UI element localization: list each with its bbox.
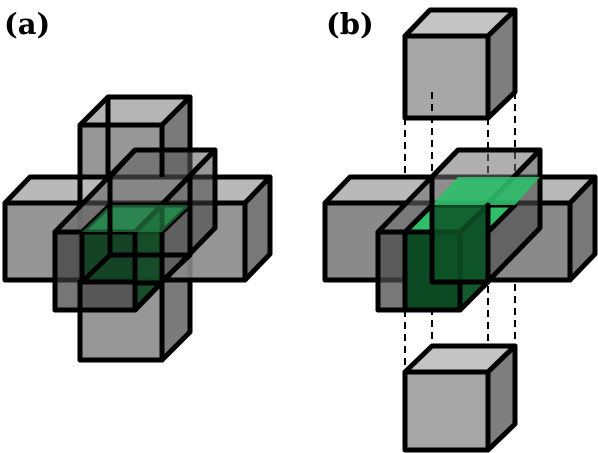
overlap-edges-b (375, 148, 543, 313)
top-cube-front (402, 33, 491, 121)
panel-b: (b) (322, 7, 598, 453)
panel-a: (a) (2, 7, 273, 363)
center-cell-top-back (432, 177, 540, 205)
panel-b-label: (b) (326, 7, 374, 41)
top-cube-b (402, 7, 518, 121)
center-cell-inner (432, 205, 488, 282)
bottom-cube-front (402, 369, 491, 453)
bottom-cube-b (402, 343, 518, 453)
panel-a-label: (a) (4, 7, 50, 41)
overlap-edges-a (52, 97, 218, 363)
